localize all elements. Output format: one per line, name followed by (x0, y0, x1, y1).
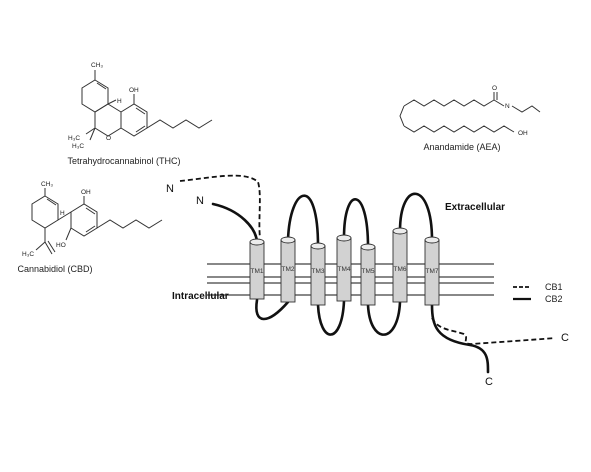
tm2-helix: TM2 (280, 236, 296, 303)
thc-h-label: H (117, 98, 122, 105)
legend: CB1 CB2 (513, 282, 563, 304)
thc-o-label: O (106, 135, 111, 142)
cbd-caption: Cannabidiol (CBD) (17, 264, 92, 274)
tm4-helix: TM4 (336, 234, 352, 302)
aea-caption: Anandamide (AEA) (423, 142, 500, 152)
cb1-path (179, 174, 556, 345)
tm6-helix: TM6 (392, 227, 408, 303)
thc-structure: CH₃ OH H O H₃C H₃C (68, 62, 213, 150)
tm7-label: TM7 (426, 268, 439, 275)
tm2-label: TM2 (282, 266, 295, 273)
tm1-label: TM1 (251, 268, 264, 275)
tm7-helix: TM7 (424, 236, 440, 306)
intracellular-label: Intracellular (172, 291, 229, 302)
aea-o-label: O (492, 85, 497, 92)
cbd-ch3-label: CH₃ (41, 181, 53, 188)
cbd-structure: CH₃ H OH HO H₃C (22, 181, 163, 258)
cb2-n-terminus: N (196, 195, 204, 207)
tm4-label: TM4 (338, 266, 351, 273)
aea-oh-label: OH (518, 130, 528, 137)
legend-cb1-label: CB1 (545, 282, 563, 292)
extracellular-label: Extracellular (445, 202, 505, 213)
thc-ch3-label: CH₃ (91, 62, 103, 69)
tm5-label: TM5 (362, 268, 375, 275)
aea-structure: O N OH (399, 85, 541, 137)
cbd-h3c-label: H₃C (22, 251, 34, 258)
tm6-label: TM6 (394, 266, 407, 273)
thc-h3c-label-1: H₃C (68, 135, 80, 142)
thc-oh-label: OH (129, 87, 139, 94)
aea-n-label: N (505, 103, 510, 110)
cb2-c-terminus: C (485, 376, 493, 388)
cbd-ho-label: HO (56, 242, 66, 249)
legend-cb2-label: CB2 (545, 294, 563, 304)
tm3-helix: TM3 (310, 242, 326, 306)
cbd-h-label: H (60, 210, 65, 217)
tm1-helix: TM1 (249, 238, 265, 300)
tm3-label: TM3 (312, 268, 325, 275)
cbd-oh-label: OH (81, 189, 91, 196)
thc-h3c-label-2: H₃C (72, 143, 84, 150)
tm5-helix: TM5 (360, 243, 376, 306)
tm-helices: TM1 TM2 TM3 TM4 TM5 TM6 (249, 227, 440, 306)
cb1-c-terminus: C (561, 332, 569, 344)
thc-caption: Tetrahydrocannabinol (THC) (67, 156, 180, 166)
cb1-n-terminus: N (166, 183, 174, 195)
